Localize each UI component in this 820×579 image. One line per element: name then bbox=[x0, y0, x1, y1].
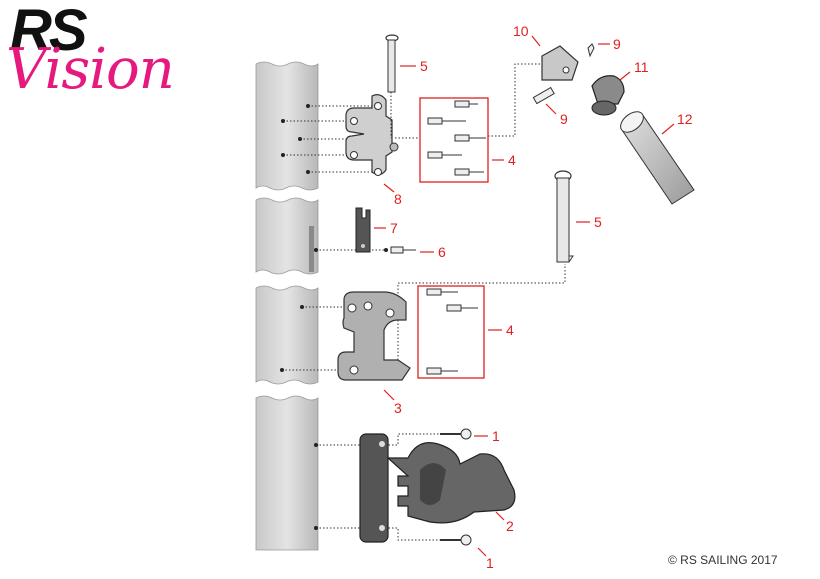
part-4-rivet-box-upper bbox=[419, 97, 489, 183]
mast-section-lower-mid bbox=[255, 285, 319, 385]
part-12-tube bbox=[620, 111, 695, 205]
mast-section-upper-mid bbox=[255, 197, 319, 275]
part-1-screw-top bbox=[440, 428, 472, 440]
callout-6: 6 bbox=[438, 244, 446, 260]
part-3-lower-bracket bbox=[337, 291, 411, 381]
callout-10: 10 bbox=[513, 23, 529, 39]
callout-2: 2 bbox=[506, 518, 514, 534]
part-2-gooseneck bbox=[359, 433, 516, 543]
part-5-upper-pin bbox=[385, 34, 399, 138]
callout-5-upper: 5 bbox=[420, 58, 428, 74]
callout-11: 11 bbox=[634, 59, 649, 75]
callout-3: 3 bbox=[394, 400, 402, 416]
callout-4-upper: 4 bbox=[508, 152, 516, 168]
part-4-rivet-box-lower bbox=[417, 285, 485, 379]
part-7-clip bbox=[355, 207, 371, 253]
callout-9-pin: 9 bbox=[613, 36, 621, 52]
logo-rs-text: RS bbox=[10, 0, 88, 63]
part-1-screw-bottom bbox=[440, 534, 472, 546]
part-6-rivet bbox=[390, 246, 416, 254]
part-5-lower-pin bbox=[554, 170, 574, 263]
leader-lines bbox=[282, 63, 566, 541]
logo-vision-text: Vision bbox=[6, 37, 175, 102]
part-8-upper-bracket bbox=[345, 94, 399, 176]
part-11-cap bbox=[591, 75, 625, 116]
leader-dots bbox=[280, 104, 388, 530]
callout-12: 12 bbox=[677, 111, 693, 127]
copyright-text: © RS SAILING 2017 bbox=[668, 553, 778, 567]
callout-7: 7 bbox=[390, 220, 398, 236]
mast-section-bottom bbox=[255, 395, 319, 551]
mast-section-top bbox=[255, 61, 319, 191]
callout-5-lower: 5 bbox=[594, 214, 602, 230]
callout-4-lower: 4 bbox=[506, 322, 514, 338]
part-9-pin-small bbox=[587, 43, 595, 58]
part-10-block bbox=[541, 45, 579, 81]
callout-1-bottom: 1 bbox=[486, 555, 494, 571]
callout-8: 8 bbox=[394, 191, 402, 207]
callout-1-top: 1 bbox=[492, 428, 500, 444]
callout-arrows bbox=[374, 35, 675, 557]
part-9-bolt bbox=[532, 86, 555, 105]
callout-labels: 5 9 9 10 11 12 4 8 5 7 6 4 3 1 2 1 bbox=[390, 23, 693, 571]
callout-9-bolt: 9 bbox=[560, 111, 568, 127]
